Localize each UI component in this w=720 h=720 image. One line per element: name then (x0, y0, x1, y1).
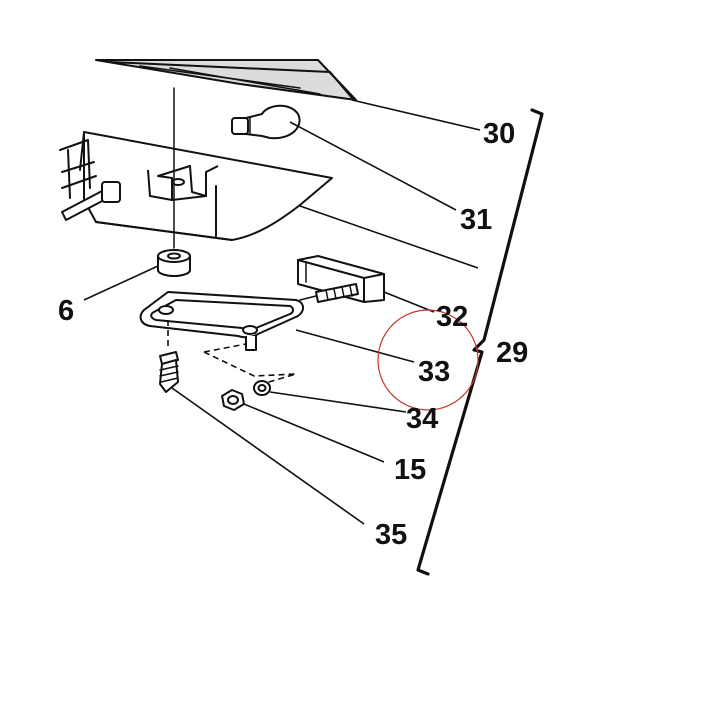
callout-31: 31 (460, 204, 492, 236)
nut (221, 389, 245, 411)
callout-6: 6 (58, 295, 74, 327)
callout-30: 30 (483, 118, 515, 150)
assembly-guide-dashed (203, 343, 247, 353)
gasket (139, 291, 304, 351)
grommet (157, 249, 191, 277)
leader-lines (83, 99, 481, 525)
callout-32: 32 (436, 301, 468, 333)
stud-screw (299, 283, 359, 303)
callout-15: 15 (394, 454, 426, 486)
callout-29: 29 (496, 337, 528, 369)
highlight-circle (377, 309, 479, 411)
group-brace (416, 108, 544, 576)
lamp-lens (95, 59, 357, 101)
assembly-guide-dashed-2 (203, 351, 297, 385)
bulb (231, 104, 301, 140)
washer (253, 380, 271, 396)
lens-cover (297, 255, 385, 303)
lamp-housing (59, 131, 333, 241)
self-tapping-screw (159, 351, 179, 393)
callout-33: 33 (418, 356, 450, 388)
callout-34: 34 (406, 403, 438, 435)
callout-35: 35 (375, 519, 407, 551)
